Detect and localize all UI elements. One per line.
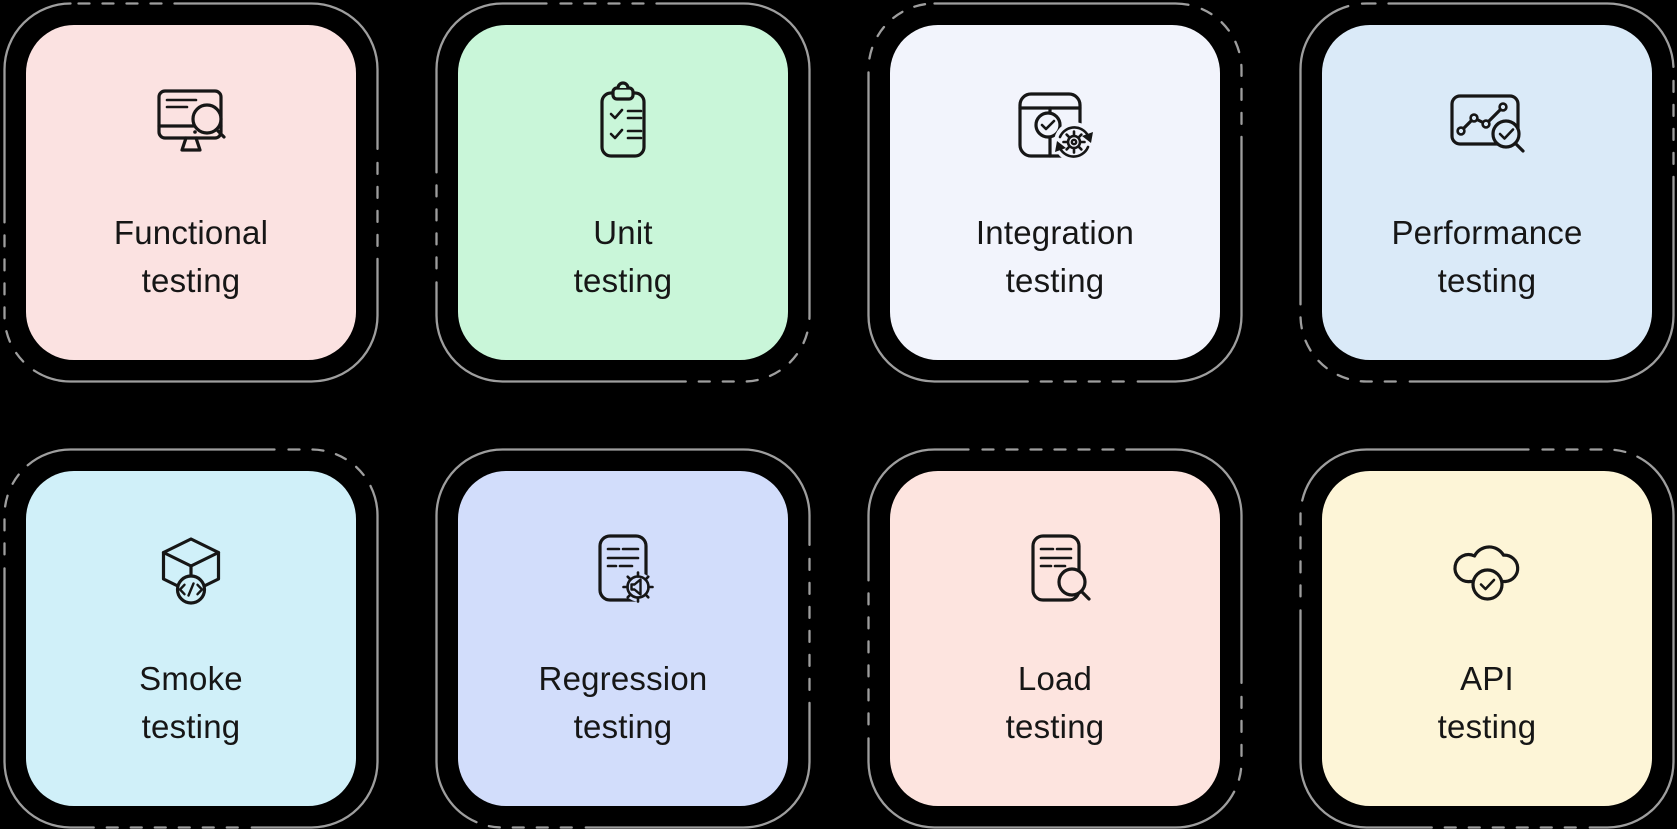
card-label-line2: testing — [1005, 262, 1105, 299]
cloud-check-icon — [1453, 545, 1520, 601]
cube-code-icon — [161, 537, 221, 605]
card-label: Regression testing — [458, 655, 788, 751]
card-surface: Load testing — [890, 471, 1220, 806]
card-label: Integration testing — [890, 209, 1220, 305]
card-label: Load testing — [890, 655, 1220, 751]
card-surface: API testing — [1322, 471, 1652, 806]
card-label: API testing — [1322, 655, 1652, 751]
card-api-testing: API testing — [1299, 448, 1675, 829]
card-label-line2: testing — [573, 262, 673, 299]
card-label: Smoke testing — [26, 655, 356, 751]
window-sync-gear-icon — [1018, 92, 1094, 162]
card-surface: Smoke testing — [26, 471, 356, 806]
card-label-line2: testing — [141, 708, 241, 745]
card-label-line2: testing — [1437, 708, 1537, 745]
card-label-line1: Unit — [593, 214, 653, 251]
card-label-line1: Performance — [1391, 214, 1583, 251]
chart-magnifier-check-icon — [1450, 94, 1525, 153]
document-magnifier-icon — [1031, 534, 1091, 602]
card-label-line2: testing — [141, 262, 241, 299]
card-label: Unit testing — [458, 209, 788, 305]
card-label-line1: Smoke — [139, 660, 243, 697]
card-label-line2: testing — [1437, 262, 1537, 299]
card-label-line1: Load — [1017, 660, 1093, 697]
card-surface: Functional testing — [26, 25, 356, 360]
card-load-testing: Load testing — [867, 448, 1243, 829]
card-label: Performance testing — [1322, 209, 1652, 305]
card-label-line1: Integration — [975, 214, 1135, 251]
card-label-line1: API — [1460, 660, 1514, 697]
card-label-line2: testing — [573, 708, 673, 745]
card-integration-testing: Integration testing — [867, 2, 1243, 383]
card-functional-testing: Functional testing — [3, 2, 379, 383]
card-surface: Integration testing — [890, 25, 1220, 360]
card-regression-testing: Regression testing — [435, 448, 811, 829]
card-label: Functional testing — [26, 209, 356, 305]
card-surface: Performance testing — [1322, 25, 1652, 360]
card-performance-testing: Performance testing — [1299, 2, 1675, 383]
monitor-search-icon — [157, 89, 226, 152]
card-unit-testing: Unit testing — [435, 2, 811, 383]
document-gear-announcement-icon — [598, 534, 654, 603]
card-label-line1: Functional — [113, 214, 269, 251]
card-surface: Unit testing — [458, 25, 788, 360]
card-surface: Regression testing — [458, 471, 788, 806]
card-label-line1: Regression — [538, 660, 708, 697]
card-smoke-testing: Smoke testing — [3, 448, 379, 829]
clipboard-checklist-icon — [600, 81, 646, 158]
card-label-line2: testing — [1005, 708, 1105, 745]
